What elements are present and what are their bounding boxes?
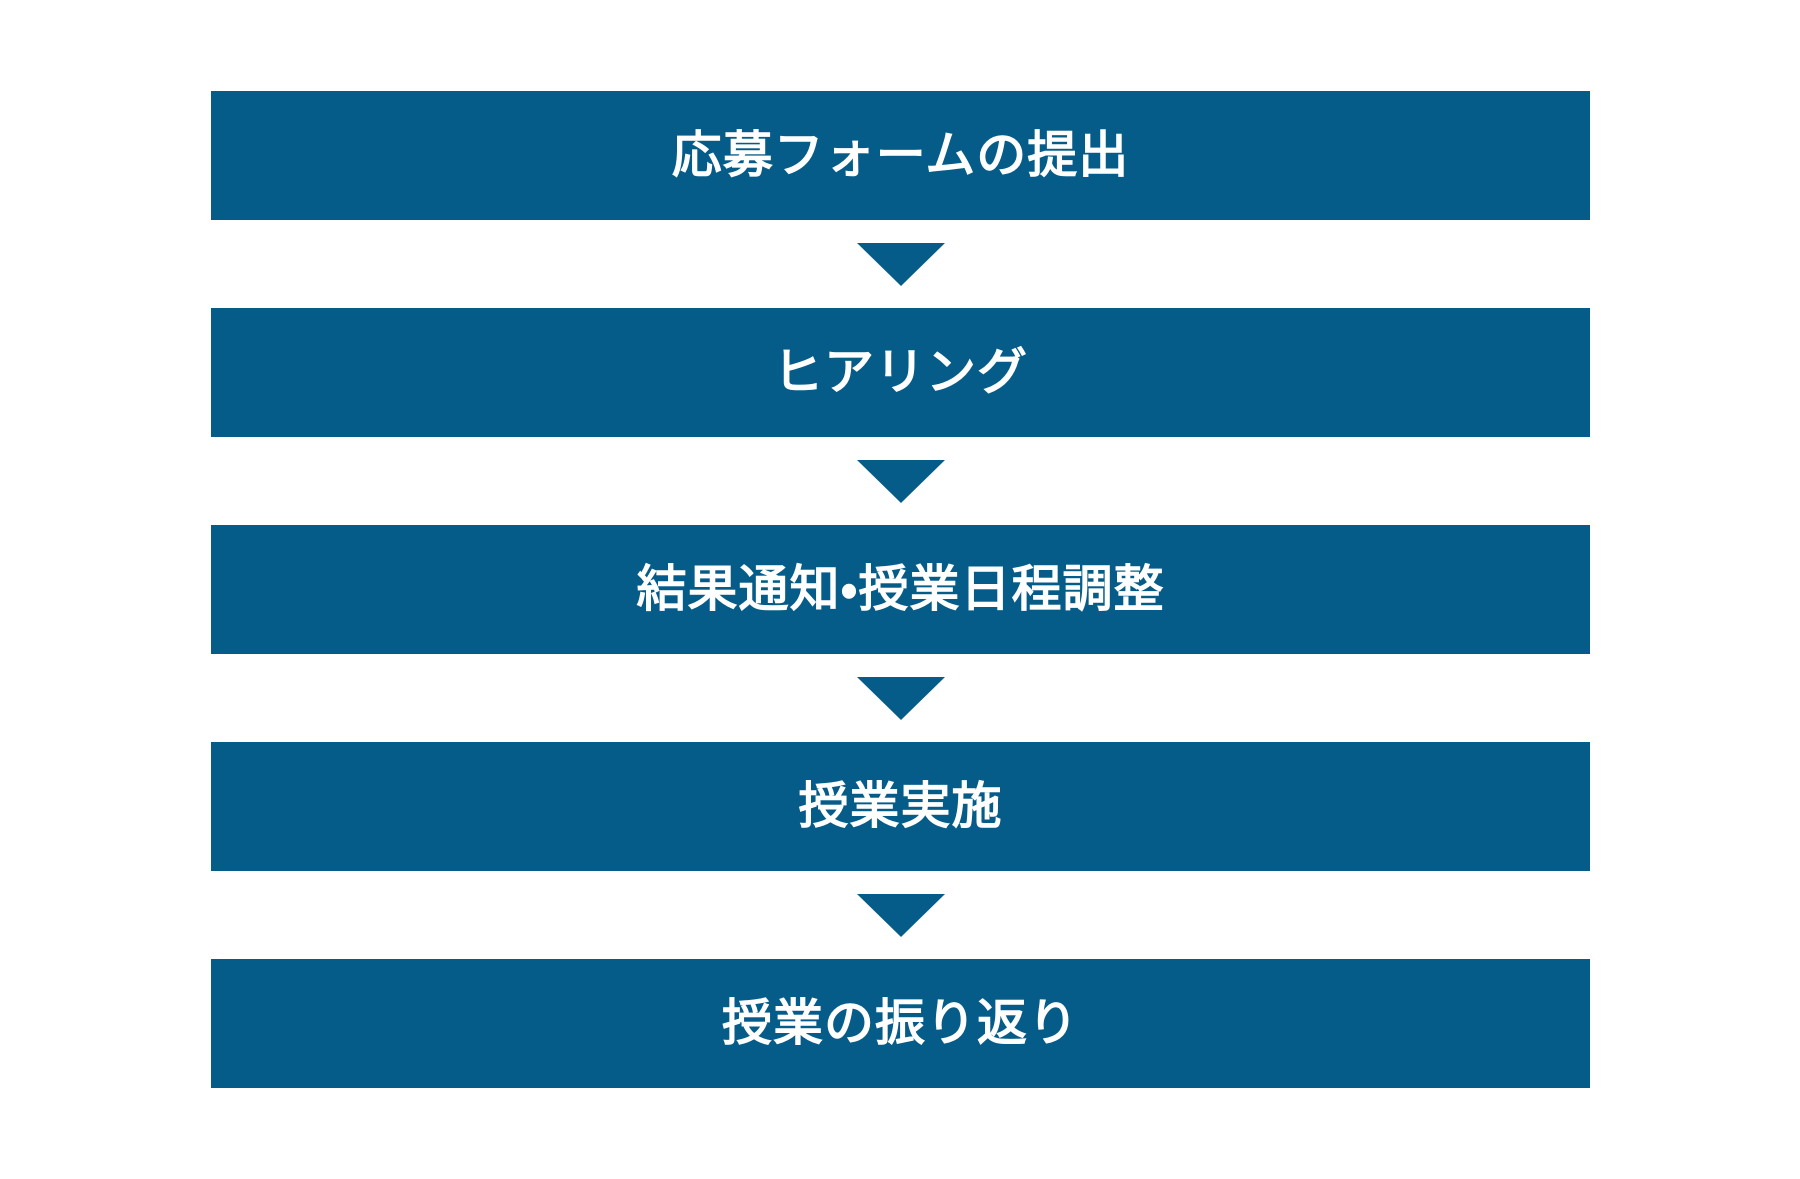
- flow-step-3: 結果通知・授業日程調整: [211, 525, 1590, 654]
- flow-step-1-label: 応募フォームの提出: [671, 126, 1130, 184]
- flow-step-3-label: 結果通知・授業日程調整: [636, 560, 1165, 618]
- flow-step-1: 応募フォームの提出: [211, 91, 1590, 220]
- flow-step-4: 授業実施: [211, 742, 1590, 871]
- flow-step-2-label: ヒアリング: [773, 343, 1028, 401]
- triangle-down-icon: [856, 242, 945, 286]
- flow-step-5: 授業の振り返り: [211, 959, 1590, 1088]
- triangle-down-icon: [856, 459, 945, 503]
- flow-connector-3: [211, 654, 1590, 742]
- flow-step-2: ヒアリング: [211, 308, 1590, 437]
- process-flow-stack: 応募フォームの提出 ヒアリング 結果通知・授業日程調整 授業実施 授業の振り返り: [211, 91, 1590, 1088]
- flow-step-4-label: 授業実施: [798, 777, 1003, 835]
- flow-connector-4: [211, 871, 1590, 959]
- triangle-down-icon: [856, 893, 945, 937]
- flow-connector-1: [211, 220, 1590, 308]
- flow-step-5-label: 授業の振り返り: [722, 994, 1079, 1052]
- triangle-down-icon: [856, 676, 945, 720]
- flow-connector-2: [211, 437, 1590, 525]
